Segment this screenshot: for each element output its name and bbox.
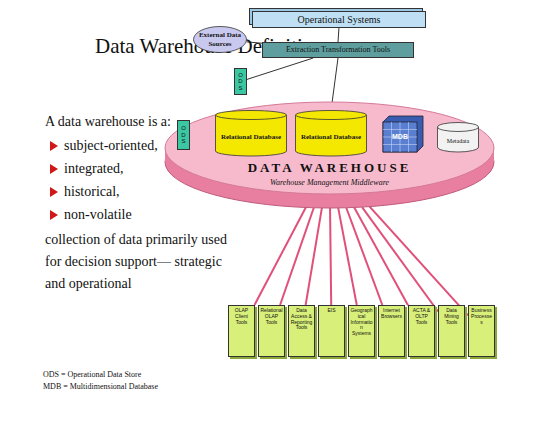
tool-box: OLAP Client Tools	[228, 305, 255, 357]
bullet-triangle	[50, 187, 58, 197]
tool-box: Internet Browsers	[378, 305, 405, 357]
tool-box: Data Access & Reporting Tools	[288, 305, 315, 357]
definition-text: ODS = Operational Data Store	[43, 370, 141, 380]
node-label: OLAP Client Tools	[230, 308, 253, 325]
node-label: MDB	[392, 133, 408, 141]
tool-box: ACTA & OLTP Tools	[408, 305, 435, 357]
connector-line	[247, 58, 313, 79]
node-label: Relational Database	[221, 133, 281, 141]
connector-line	[338, 208, 357, 305]
connector-line	[332, 58, 338, 102]
node-label: Extraction Transformation Tools	[286, 45, 390, 54]
database-cylinder: Relational Database	[295, 110, 367, 156]
node-label: Business Processes	[470, 308, 493, 325]
bullet-triangle	[50, 164, 58, 174]
node-label: Data Access & Reporting Tools	[290, 308, 313, 331]
tool-box: Geographical Information Systems	[348, 305, 375, 357]
external-source-ellipse: External Data Sources	[193, 26, 247, 53]
node-label: ODS	[238, 72, 244, 92]
bullet-triangle	[50, 141, 58, 151]
database-cylinder: Relational Database	[215, 110, 287, 156]
definition-text: integrated,	[64, 160, 123, 178]
node-label: Relational Database	[301, 133, 361, 141]
definition-text: historical,	[64, 183, 120, 201]
warehouse-title: DATA WAREHOUSE	[163, 160, 496, 176]
node-label: EIS	[320, 308, 343, 314]
ods-box: ODS	[234, 68, 247, 95]
metadata-cylinder: Metadata	[437, 122, 479, 152]
metadata-cylinder-shape	[437, 122, 479, 152]
mdb-cube: MDB	[383, 116, 423, 152]
etl-box: Extraction Transformation Tools	[262, 42, 414, 58]
node-label: Metadata	[447, 138, 469, 145]
definition-text: non-volatile	[64, 206, 132, 224]
middleware-label: Warehouse Management Middleware	[163, 178, 496, 187]
connector-line	[362, 207, 438, 311]
tool-box: EIS	[318, 305, 345, 357]
node-label: Operational Systems	[297, 14, 380, 26]
tool-box: Business Processes	[468, 305, 495, 357]
definition-text: subject-oriented,	[64, 137, 158, 155]
bullet-triangle	[50, 210, 58, 220]
source-systems-box: Operational Systems	[252, 11, 426, 28]
tool-box: Relational OLAP Tools	[258, 305, 285, 357]
definition-text: collection of data primarily used for de…	[45, 229, 227, 295]
connector-line	[255, 208, 306, 305]
node-label: Data Mining Tools	[440, 308, 463, 325]
connector-line	[330, 208, 331, 305]
connector-line	[370, 207, 468, 316]
node-label: Relational OLAP Tools	[260, 308, 283, 325]
tool-box: Data Mining Tools	[438, 305, 465, 357]
connector-line	[306, 208, 322, 305]
node-label: Geographical Information Systems	[350, 308, 373, 337]
node-label: Internet Browsers	[380, 308, 403, 320]
node-label: ODS	[181, 125, 187, 145]
connector-line	[346, 208, 382, 305]
connector-line	[354, 207, 408, 305]
ods-box: ODS	[177, 120, 190, 150]
definition-text: A data warehouse is a:	[45, 113, 171, 131]
node-label: ACTA & OLTP Tools	[410, 308, 433, 325]
warehouse-disk: DATA WAREHOUSE Warehouse Management Middl…	[163, 98, 496, 210]
definition-text: MDB = Multidimensional Database	[43, 382, 158, 392]
connector-line	[338, 28, 340, 42]
node-label: External Data Sources	[193, 31, 247, 47]
